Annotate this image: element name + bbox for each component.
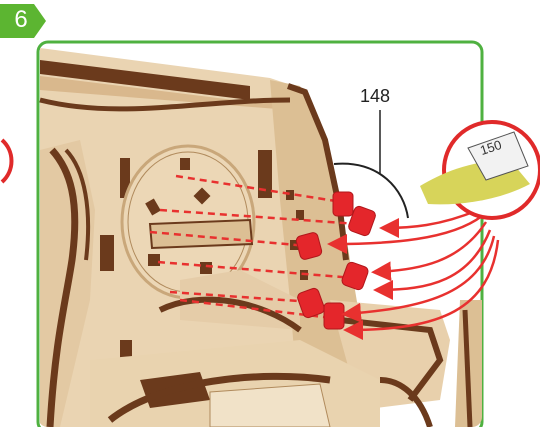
previous-callout-ring: [2, 140, 11, 182]
part-number-label: 148: [360, 86, 390, 107]
